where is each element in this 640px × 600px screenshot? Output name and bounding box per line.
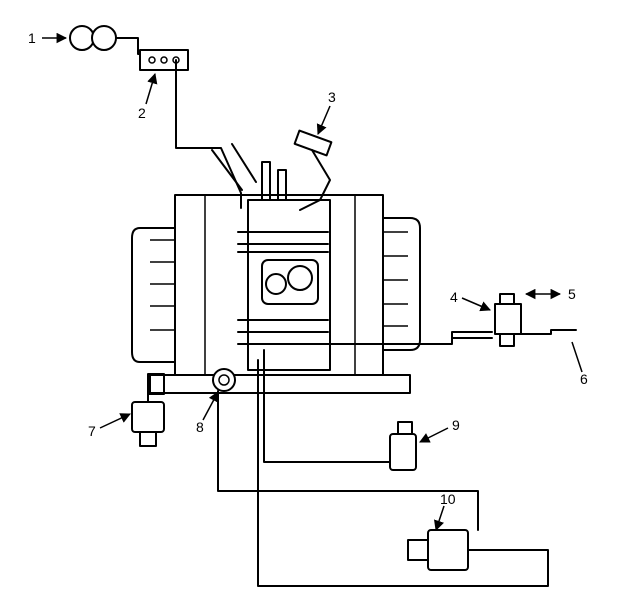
left-sensor xyxy=(131,373,165,447)
callout-5: 5 xyxy=(568,286,576,302)
vacuum-solenoid xyxy=(263,349,417,471)
ring-fitting xyxy=(212,368,479,512)
callout-6: 6 xyxy=(580,371,588,387)
vacuum-line-up xyxy=(261,161,287,201)
vacuum-fitting xyxy=(293,129,333,211)
vacuum-tee xyxy=(139,49,189,71)
callout-2: 2 xyxy=(138,105,146,121)
engine-block xyxy=(131,194,421,394)
callout-4: 4 xyxy=(450,289,458,305)
callout-9: 9 xyxy=(452,417,460,433)
callout-8: 8 xyxy=(196,419,204,435)
vacuum-pump xyxy=(257,359,549,587)
vacuum-line-main xyxy=(175,59,242,209)
callout-3: 3 xyxy=(328,89,336,105)
callout-arrows xyxy=(42,32,583,531)
vacuum-line-connector xyxy=(211,143,257,191)
callout-1: 1 xyxy=(28,30,36,46)
callout-7: 7 xyxy=(88,423,96,439)
callout-10: 10 xyxy=(440,491,456,507)
vacuum-reservoir xyxy=(69,25,149,55)
solenoid-valve xyxy=(321,293,577,347)
